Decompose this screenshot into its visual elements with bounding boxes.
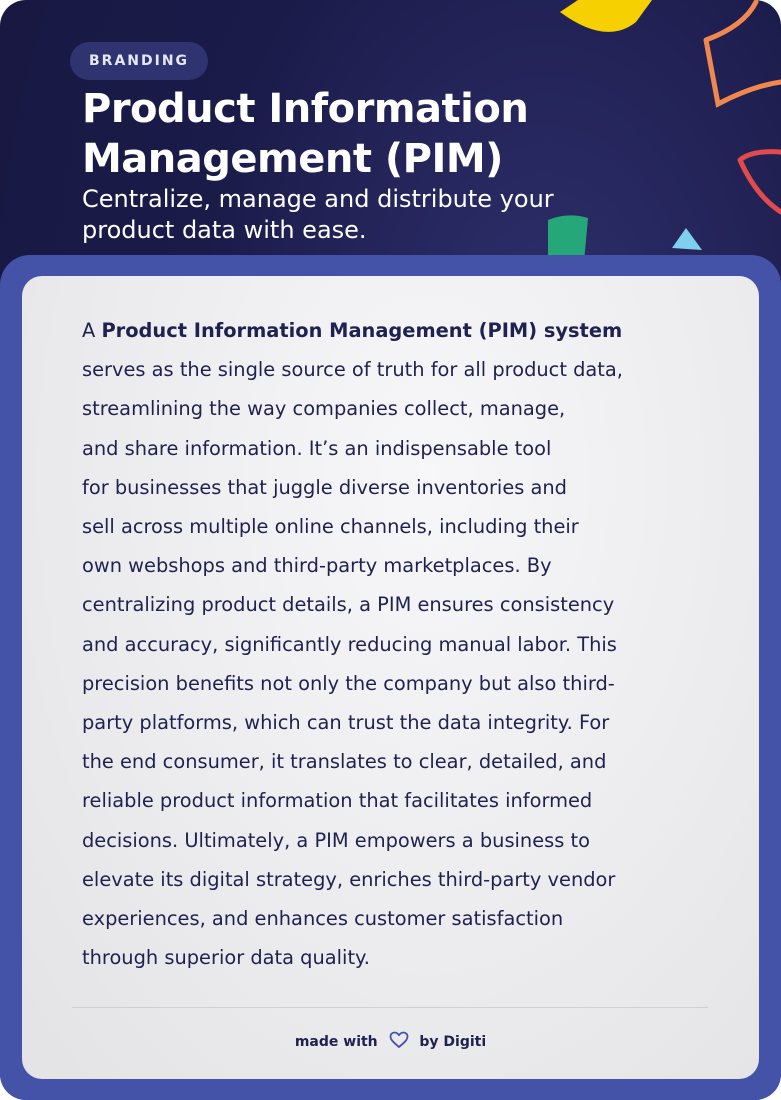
page-subtitle: Centralize, manage and distribute your p… — [82, 184, 682, 246]
article-line: own webshops and third-party marketplace… — [82, 554, 552, 578]
article-line: for businesses that juggle diverse inven… — [82, 475, 567, 499]
article-line: serves as the single source of truth for… — [82, 358, 623, 382]
article-line: streamlining the way companies collect, … — [82, 397, 566, 421]
footer-prefix: made with — [294, 1034, 378, 1050]
footer-divider — [72, 1007, 708, 1008]
title-line-1: Product Information — [82, 86, 529, 132]
subtitle-line-2: product data with ease. — [82, 216, 367, 244]
heart-icon — [389, 1031, 409, 1053]
article-line: elevate its digital strategy, enriches t… — [82, 867, 616, 891]
article-line: sell across multiple online channels, in… — [82, 515, 579, 539]
footer-credit: made with by Digiti — [0, 1031, 781, 1053]
article-lead: A — [82, 319, 102, 342]
orange-arc-shape — [703, 0, 781, 108]
yellow-shape — [560, 0, 652, 32]
article-lead-bold: Product Information Management (PIM) sys… — [101, 319, 623, 342]
article-body: A Product Information Management (PIM) s… — [82, 311, 722, 977]
content-panel — [22, 276, 759, 1079]
article-line: precision benefits not only the company … — [82, 671, 615, 695]
category-badge: BRANDING — [70, 42, 209, 80]
red-arc-shape — [737, 149, 781, 215]
subtitle-line-1: Centralize, manage and distribute your — [82, 185, 554, 213]
article-line: and share information. It’s an indispens… — [82, 436, 552, 460]
article-line: experiences, and enhances customer satis… — [82, 907, 564, 931]
article-line: party platforms, which can trust the dat… — [82, 711, 610, 735]
green-arc-shape — [548, 215, 588, 262]
article-line: reliable product information that facili… — [82, 789, 593, 813]
article-line: the end consumer, it translates to clear… — [82, 750, 607, 774]
article-line-0: A Product Information Management (PIM) s… — [82, 311, 722, 350]
footer-suffix: by Digiti — [419, 1034, 487, 1050]
blue-tri-shape — [672, 228, 702, 250]
article-line: centralizing product details, a PIM ensu… — [82, 593, 615, 617]
article-line: through superior data quality. — [82, 946, 370, 970]
article-line: and accuracy, significantly reducing man… — [82, 632, 617, 656]
page-title: Product Information Management (PIM) — [82, 84, 702, 184]
title-line-2: Management (PIM) — [82, 136, 503, 182]
decorative-shapes — [548, 0, 781, 262]
article-line: decisions. Ultimately, a PIM empowers a … — [82, 828, 590, 852]
